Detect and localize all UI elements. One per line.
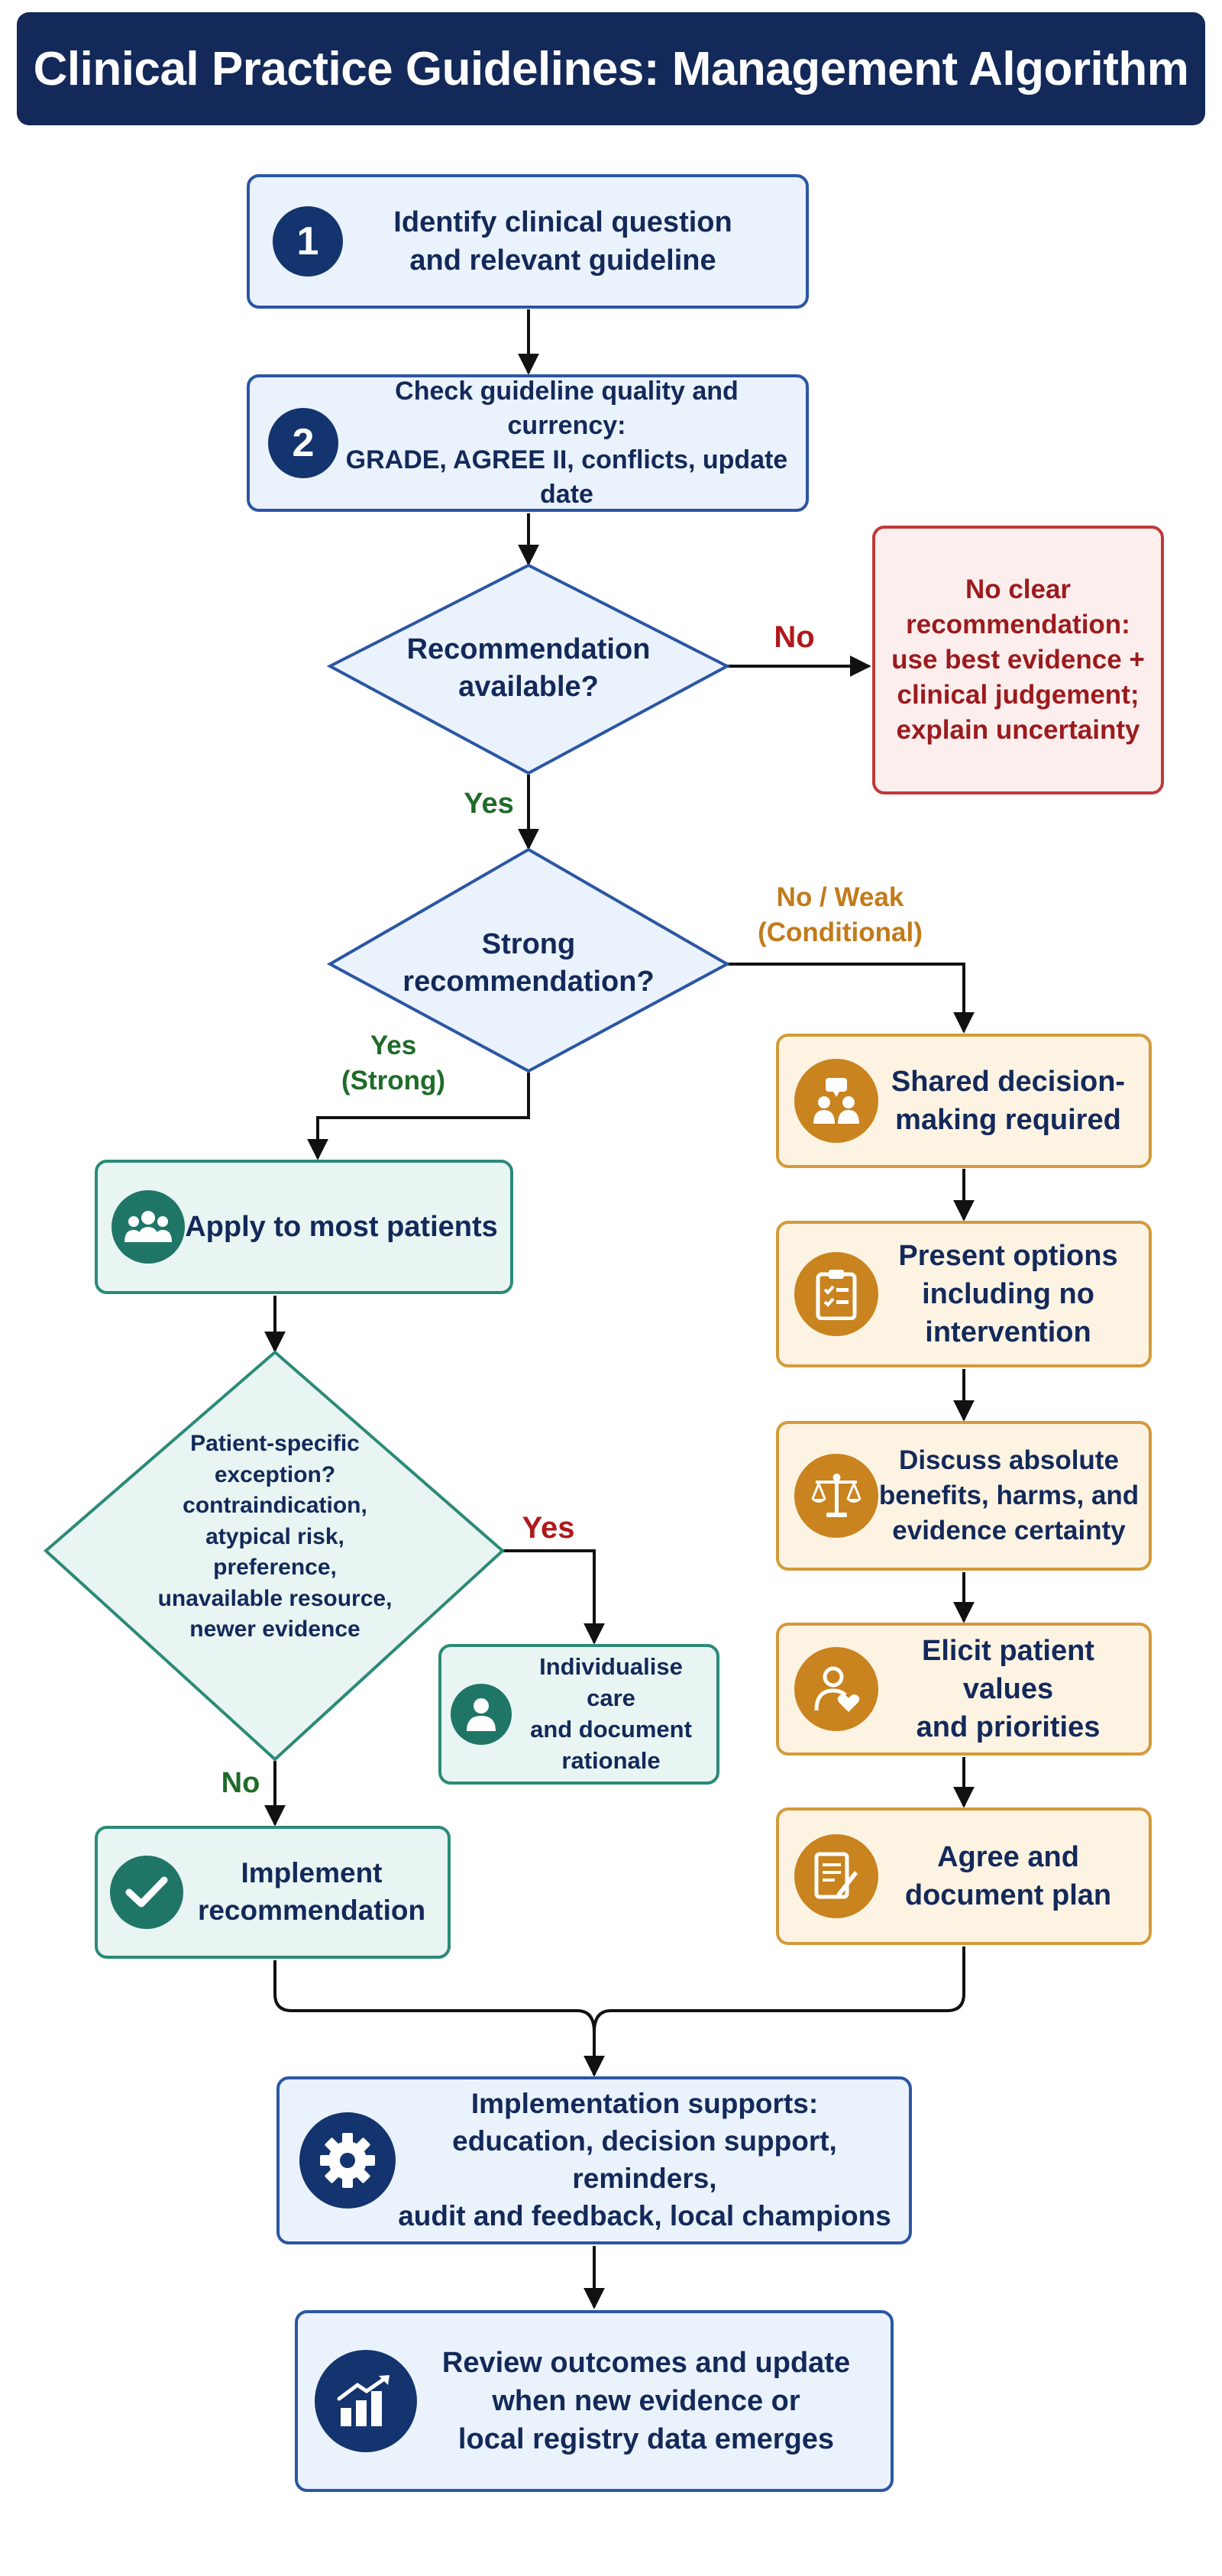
supports-text: Implementation supports: education, deci… <box>398 2088 891 2231</box>
label-strong-yes: Yes (Strong) <box>341 1031 446 1095</box>
bar-chart-growth-icon <box>315 2350 417 2452</box>
implement-recommendation-box: Implement recommendation <box>95 1826 451 1959</box>
decision-exception-text: Patient-specific exception? contraindica… <box>157 1431 393 1642</box>
shared-decision-making-box: Shared decision- making required <box>776 1034 1152 1168</box>
conversation-icon <box>794 1059 878 1143</box>
options-text: Present options including no interventio… <box>898 1239 1118 1349</box>
connector-implement-merge <box>273 1960 596 2033</box>
decision-available-text: Recommendation available? <box>406 633 651 704</box>
individualise-text: Individualise care and document rational… <box>530 1653 692 1774</box>
step-identify-question: 1 Identify clinical question and relevan… <box>247 174 809 309</box>
label-exception-yes: Yes <box>522 1511 575 1545</box>
decision-exception-shape <box>43 1350 506 1762</box>
page-title: Clinical Practice Guidelines: Management… <box>33 42 1189 95</box>
individualise-care-box: Individualise care and document rational… <box>438 1644 719 1785</box>
step-number-2-badge: 2 <box>268 408 338 478</box>
apply-text: Apply to most patients <box>185 1210 498 1243</box>
no-clear-recommendation-text: No clear recommendation: use best eviden… <box>891 574 1145 746</box>
gear-icon <box>299 2112 396 2209</box>
step-check-quality: 2 Check guideline quality and currency: … <box>247 374 809 512</box>
document-pen-icon <box>794 1834 878 1918</box>
decision-available-shape <box>326 563 731 775</box>
connector-agree-merge <box>593 1947 965 2033</box>
present-options-box: Present options including no interventio… <box>776 1221 1152 1367</box>
step-identify-text: Identify clinical question and relevant … <box>393 205 732 277</box>
label-available-no: No <box>774 620 815 654</box>
clipboard-checklist-icon <box>794 1252 878 1336</box>
person-heart-icon <box>794 1647 878 1731</box>
label-strong-no-weak: No / Weak (Conditional) <box>758 882 923 947</box>
elicit-text: Elicit patient values and priorities <box>916 1634 1101 1744</box>
person-icon <box>451 1684 512 1745</box>
agree-text: Agree and document plan <box>904 1840 1112 1911</box>
discuss-text: Discuss absolute benefits, harms, and ev… <box>878 1445 1140 1546</box>
agree-document-plan-box: Agree and document plan <box>776 1807 1152 1945</box>
implement-text: Implement recommendation <box>197 1857 426 1926</box>
step-quality-text: Check guideline quality and currency: GR… <box>345 377 788 509</box>
balance-scale-icon <box>794 1454 878 1538</box>
review-text: Review outcomes and update when new evid… <box>441 2346 851 2456</box>
arrow-strong-yes <box>307 1073 530 1160</box>
implementation-supports-box: Implementation supports: education, deci… <box>276 2076 912 2244</box>
title-bar: Clinical Practice Guidelines: Management… <box>17 12 1205 125</box>
no-clear-recommendation-box: No clear recommendation: use best eviden… <box>872 526 1164 794</box>
review-outcomes-box: Review outcomes and update when new evid… <box>295 2310 894 2492</box>
decision-strong-text: Strong recommendation? <box>402 928 655 998</box>
discuss-benefits-box: Discuss absolute benefits, harms, and ev… <box>776 1421 1152 1571</box>
label-available-yes: Yes <box>464 788 514 820</box>
decision-strong-shape <box>326 847 731 1073</box>
elicit-values-box: Elicit patient values and priorities <box>776 1623 1152 1756</box>
checkmark-icon <box>110 1856 183 1929</box>
apply-to-most-patients-box: Apply to most patients <box>95 1160 513 1294</box>
shared-text: Shared decision- making required <box>891 1065 1126 1136</box>
step-number-1-badge: 1 <box>273 206 343 277</box>
arrow-strong-no-weak <box>727 963 975 1034</box>
label-exception-no: No <box>221 1767 260 1799</box>
arrow-exception-yes <box>503 1549 605 1645</box>
people-group-icon <box>112 1190 185 1264</box>
